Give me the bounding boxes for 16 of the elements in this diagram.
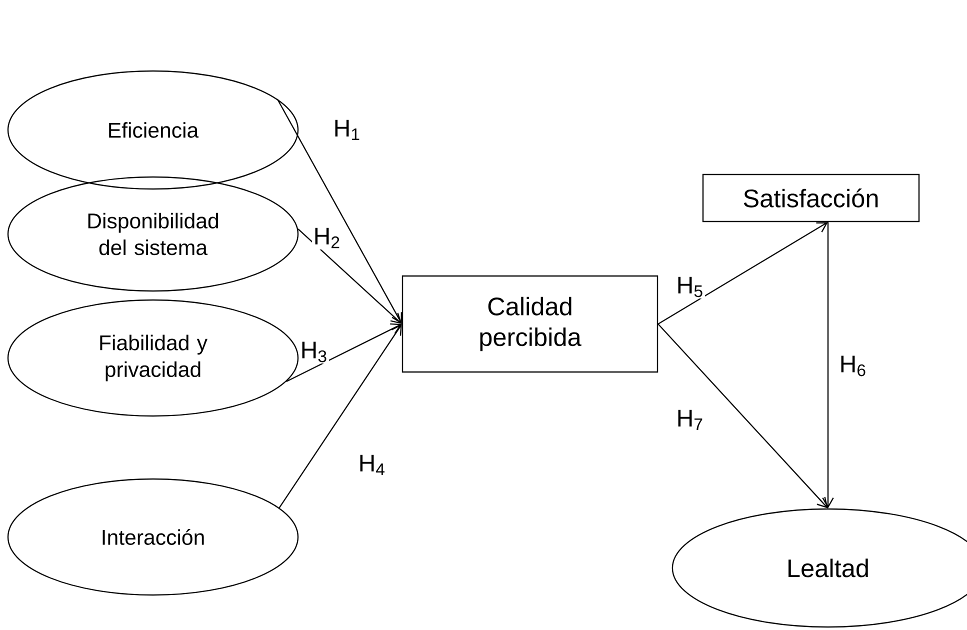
arrow — [276, 98, 402, 324]
arrow — [658, 324, 828, 508]
edge-label: H$_{7}$ — [675, 408, 705, 432]
construct-box: Satisfacción — [702, 174, 920, 222]
edge-label: H$_{3}$ — [299, 340, 330, 364]
edge-label: H$_{1}$ — [332, 118, 362, 142]
arrow — [298, 228, 402, 324]
arrow — [822, 222, 834, 508]
arrow — [278, 324, 402, 508]
edge-label: H$_{6}$ — [838, 354, 868, 378]
arrow — [658, 222, 828, 324]
edge-label: H$_{5}$ — [675, 276, 705, 298]
edge-label: H$_{2}$ — [312, 226, 342, 250]
arrow — [286, 323, 402, 382]
construct-box: Calidad percibida — [402, 275, 658, 373]
edge-label: H$_{4}$ — [357, 454, 387, 476]
